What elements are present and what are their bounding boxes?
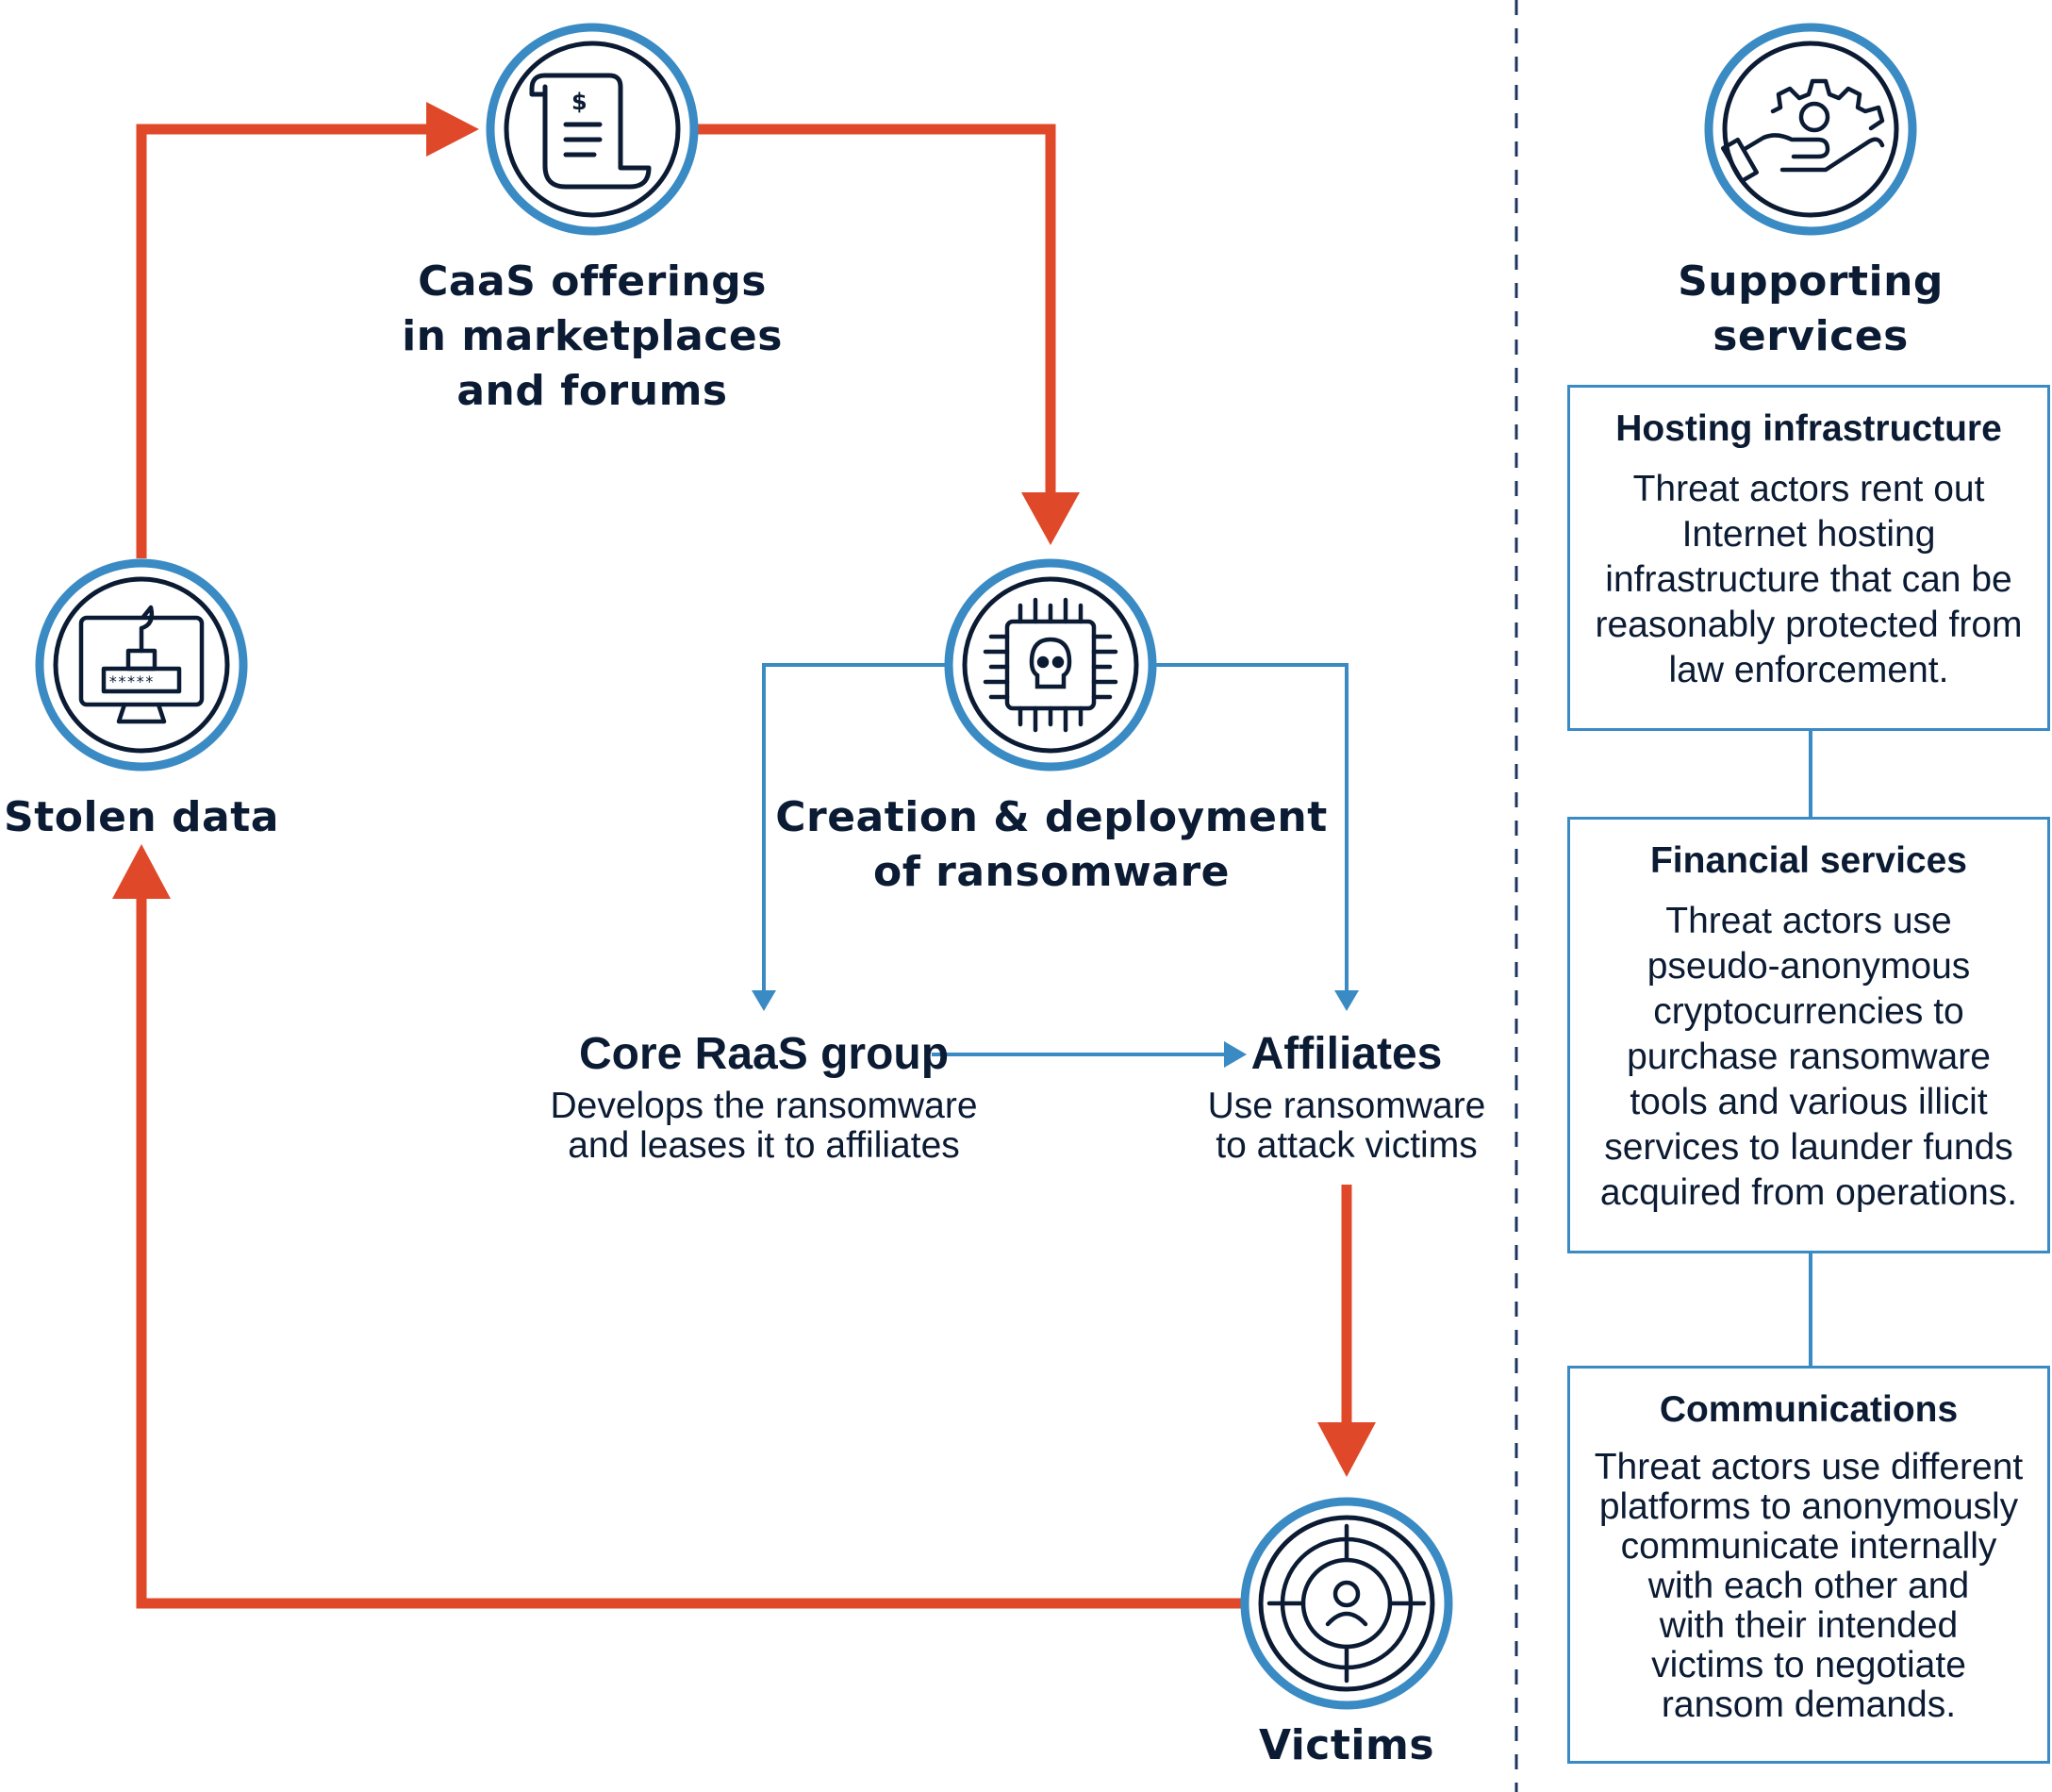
arrow-victims-to-stolen <box>136 896 1243 1609</box>
support-box-body: Threat actors use pseudo-anonymous crypt… <box>1599 901 2018 1213</box>
node-creation-circle <box>944 558 1157 772</box>
branch-to-affiliates <box>1154 663 1349 993</box>
node-stolen-circle: ***** <box>35 558 248 772</box>
hacked-monitor-icon: ***** <box>78 605 205 724</box>
invoice-scroll-icon: $ <box>529 73 652 190</box>
supporting-services-title: Supporting services <box>1678 257 1944 360</box>
support-box-body: Threat actors use different platforms to… <box>1594 1447 2024 1725</box>
support-box-title: Financial services <box>1649 840 1968 881</box>
support-box-body: Threat actors rent out Internet hosting … <box>1595 469 2023 690</box>
support-box-communications: Communications Threat actors use differe… <box>1567 1366 2050 1764</box>
arrowhead-victims <box>1317 1422 1376 1477</box>
core-raas-desc: Develops the ransomware and leases it to… <box>550 1086 978 1166</box>
node-victims-circle <box>1240 1497 1453 1710</box>
svg-text:*****: ***** <box>108 672 154 690</box>
creation-label: Creation & deployment of ransomware <box>775 793 1328 896</box>
support-box-hosting: Hosting infrastructure Threat actors ren… <box>1567 385 2050 731</box>
arrowhead-core-affiliates <box>1224 1041 1247 1068</box>
branch-to-core <box>762 663 947 993</box>
arrowhead-stolen <box>112 844 171 899</box>
victims-label: Victims <box>1258 1721 1435 1769</box>
svg-text:$: $ <box>571 89 587 115</box>
flow-arrows <box>136 124 1352 1609</box>
arrowhead-creation <box>1021 492 1080 545</box>
skull-chip-icon <box>983 597 1118 733</box>
support-box-title: Hosting infrastructure <box>1615 408 2002 449</box>
node-supporting-circle <box>1704 23 1917 236</box>
arrowhead-core <box>752 990 776 1011</box>
core-raas-title: Core RaaS group <box>578 1029 950 1079</box>
node-caas-circle: $ <box>486 23 699 236</box>
arrow-caas-to-creation <box>698 124 1056 497</box>
arrowhead-affiliates <box>1334 990 1359 1011</box>
affiliates-title: Affiliates <box>1250 1029 1443 1079</box>
target-user-icon <box>1266 1523 1427 1684</box>
stolen-data-label: Stolen data <box>4 793 279 841</box>
arrow-stolen-to-caas <box>136 124 434 558</box>
support-box-title: Communications <box>1659 1389 1959 1430</box>
arrowhead-caas <box>426 102 479 157</box>
caas-label: CaaS offerings in marketplaces and forum… <box>402 257 783 415</box>
affiliates-desc: Use ransomware to attack victims <box>1207 1086 1486 1166</box>
hand-gear-icon <box>1720 78 1885 184</box>
support-box-financial: Financial services Threat actors use pse… <box>1567 817 2050 1253</box>
